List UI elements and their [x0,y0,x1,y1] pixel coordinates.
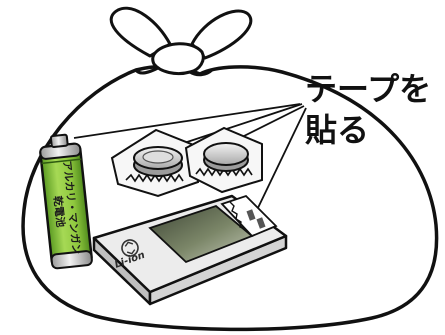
liion-battery-pack: Li-ion [92,194,288,306]
recycle-icon [121,239,139,257]
aa-battery: アルカリ・マンガン 乾電池 [39,133,93,270]
caption-line-1: テープを [305,70,431,108]
pointer-line-coin-1 [177,103,303,146]
coin-right-top [203,142,249,166]
bag-neck-right [189,68,214,77]
coin-left-rim [142,150,174,164]
aa-battery-stripe [41,158,82,165]
pointer-line-aa [73,103,301,139]
coin-battery-left [110,128,200,198]
bag-neck-left [134,66,159,75]
pack-terminal-2 [256,217,266,229]
bag-knot [151,42,205,76]
caption: テープを 貼る [305,70,431,149]
bag-knot-left-ear [109,6,172,58]
pack-tape-zigzag [229,201,246,230]
pointer-lines [73,103,307,213]
pointer-line-coin-2 [235,105,305,141]
pack-terminal-1 [246,209,256,221]
pointer-line-pack [255,107,307,213]
aa-battery-bottom-cap [50,250,93,270]
aa-battery-terminal [49,133,69,148]
coin-battery-right [184,126,263,194]
caption-line-2: 貼る [305,111,369,149]
aa-battery-label-2: 乾電池 [51,195,67,228]
bag-knot-right-ear [190,9,253,60]
